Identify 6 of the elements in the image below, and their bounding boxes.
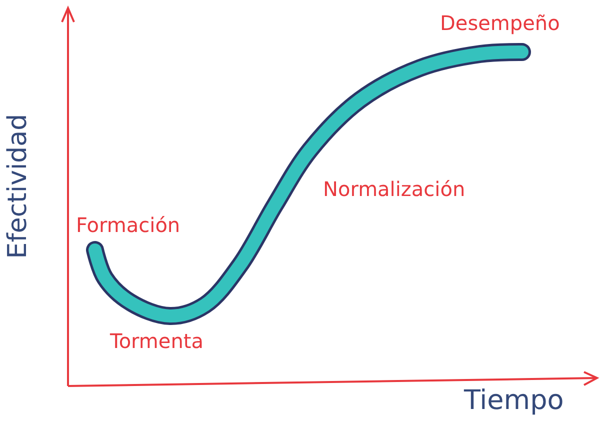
axis-label: Tiempo bbox=[464, 386, 564, 416]
stage-label: Tormenta bbox=[110, 330, 204, 352]
axis-label: Efectividad bbox=[4, 114, 33, 259]
stage-label: Desempeño bbox=[440, 12, 560, 34]
stage-label: Normalización bbox=[323, 178, 466, 200]
stage-label: Formación bbox=[76, 214, 180, 236]
